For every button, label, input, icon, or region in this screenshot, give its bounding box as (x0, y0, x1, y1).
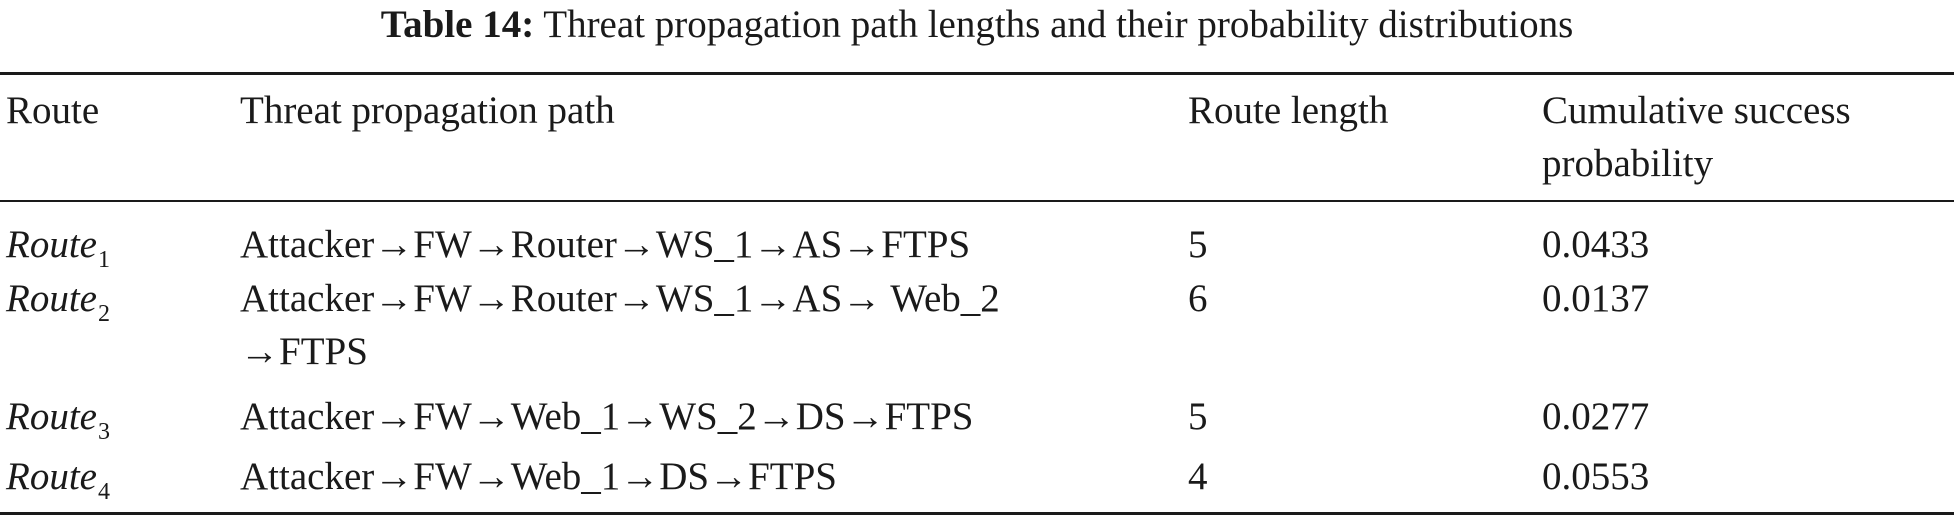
table-row-1-path: Attacker→FW→Router→WS_1→AS→FTPS (240, 223, 971, 266)
table-row-3-route: Route3 (6, 390, 110, 459)
table-row-3-path: Attacker→FW→Web_1→WS_2→DS→FTPS (240, 395, 974, 438)
route-subscript: 3 (97, 419, 110, 445)
table-row-4-route: Route4 (6, 450, 110, 519)
route-name: Route (6, 455, 97, 498)
table-row-2-path: Attacker→FW→Router→WS_1→AS→ Web_2 →FTPS (240, 277, 1000, 373)
table-caption: Table 14: Threat propagation path length… (0, 0, 1954, 50)
route-name: Route (6, 223, 97, 266)
table-row-4-length: 4 (1188, 455, 1208, 498)
route-subscript: 4 (97, 479, 110, 505)
header-probability: Cumulative success probability (1542, 89, 1851, 185)
table-row-3-length: 5 (1188, 395, 1208, 438)
route-name: Route (6, 395, 97, 438)
table-caption-label: Table 14: (380, 3, 535, 46)
table-row-1-route: Route1 (6, 218, 110, 287)
header-path: Threat propagation path (240, 89, 615, 132)
header-length: Route length (1188, 89, 1389, 132)
table-row-2-length: 6 (1188, 277, 1208, 320)
table-row-2-probability: 0.0137 (1542, 277, 1650, 320)
table-row-1-length: 5 (1188, 223, 1208, 266)
bottom-rule (0, 512, 1954, 515)
route-name: Route (6, 277, 97, 320)
table-row-3-probability: 0.0277 (1542, 395, 1650, 438)
table-row-4-path: Attacker→FW→Web_1→DS→FTPS (240, 455, 837, 498)
route-subscript: 2 (97, 301, 110, 327)
table-row-2-route: Route2 (6, 272, 110, 341)
header-route: Route (6, 89, 100, 132)
table-caption-text: Threat propagation path lengths and thei… (543, 3, 1574, 46)
header-rule (0, 200, 1954, 202)
table-row-1-probability: 0.0433 (1542, 223, 1650, 266)
route-subscript: 1 (97, 247, 110, 273)
table-row-4-probability: 0.0553 (1542, 455, 1650, 498)
top-rule (0, 72, 1954, 75)
